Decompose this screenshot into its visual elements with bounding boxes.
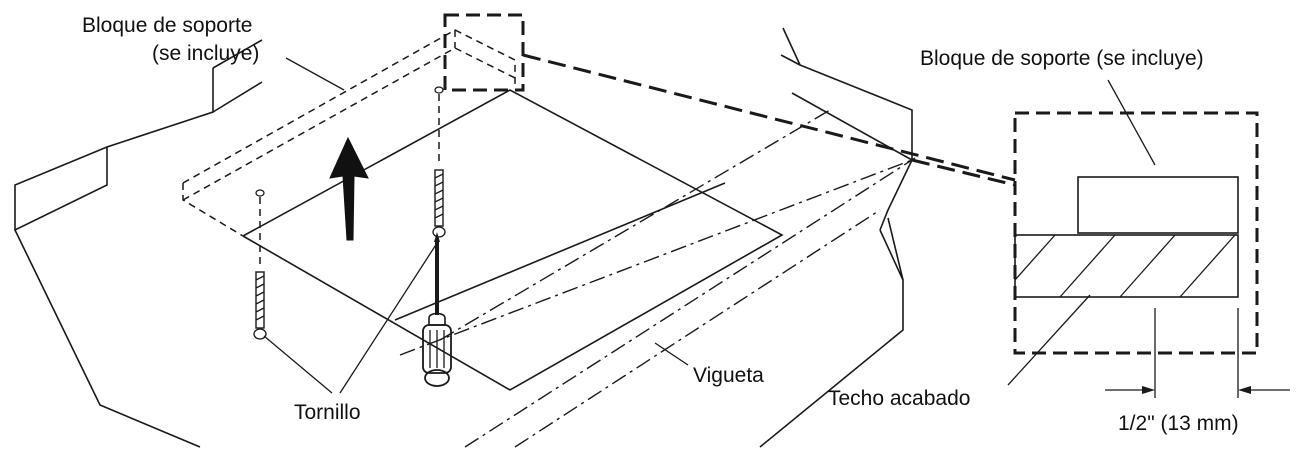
detail-ceiling-hatch <box>1014 234 1236 298</box>
label-support-block-line2: (se incluye) <box>152 42 259 65</box>
screwdriver-icon <box>422 232 452 387</box>
label-finished-ceiling: Techo acabado <box>828 387 970 410</box>
detail-view <box>1007 79 1290 398</box>
detail-support-block <box>1077 176 1239 234</box>
label-dimension: 1/2" (13 mm) <box>1118 412 1239 435</box>
joist-dashed-lines <box>399 109 916 448</box>
detail-support-leader <box>1107 79 1156 166</box>
up-arrow-icon <box>329 136 369 241</box>
right-screw-icon <box>432 86 446 238</box>
label-screw: Tornillo <box>294 401 361 424</box>
joist-leader <box>654 342 689 366</box>
magnify-box <box>443 13 525 92</box>
right-joist-outline <box>759 27 913 448</box>
ceiling-board <box>242 89 784 391</box>
magnify-leader-top <box>522 53 1016 182</box>
label-support-block-line1: Bloque de soporte <box>82 14 252 37</box>
detail-ceiling-leader <box>1007 294 1091 386</box>
support-block-leader <box>285 57 345 91</box>
magnify-leader-bottom <box>911 158 1016 187</box>
left-screw-icon <box>253 189 267 340</box>
left-joist-outline <box>14 39 263 448</box>
detail-box <box>1013 111 1259 355</box>
label-support-block-detail: Bloque de soporte (se incluye) <box>920 47 1204 70</box>
label-joist: Vigueta <box>693 364 764 387</box>
dimension-lines <box>1105 308 1290 398</box>
support-block-dashed <box>182 29 516 237</box>
detail-ceiling-section <box>1014 234 1239 298</box>
screw-leaders <box>263 239 440 394</box>
